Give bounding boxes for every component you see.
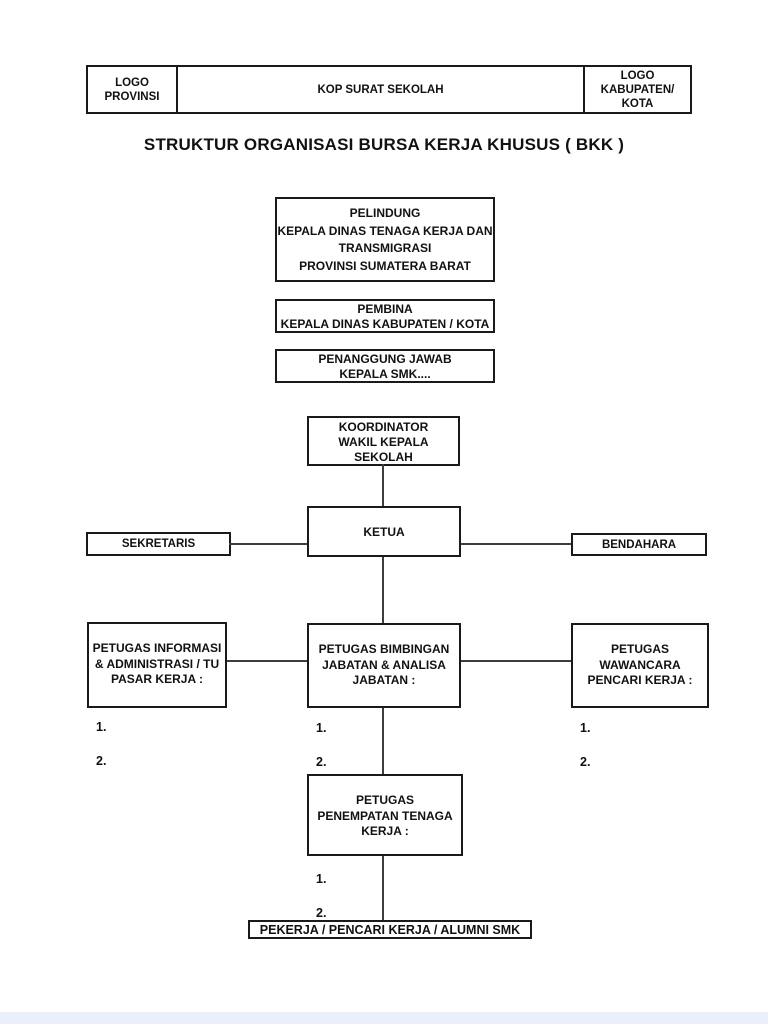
list-item: 1.: [316, 871, 327, 886]
box-pelindung: PELINDUNG KEPALA DINAS TENAGA KERJA DAN …: [275, 197, 495, 282]
petugas-bimbingan-heading: PETUGAS BIMBINGAN JABATAN & ANALISA JABA…: [318, 642, 450, 687]
logo-provinsi-cell: LOGO PROVINSI: [88, 67, 178, 112]
connector-sekretaris-ketua: [229, 543, 307, 545]
connector-informasi-bimbingan: [227, 660, 307, 662]
petugas-wawancara-items: 1. 2.: [573, 703, 707, 788]
letterhead-table: LOGO PROVINSI KOP SURAT SEKOLAH LOGO KAB…: [86, 65, 692, 114]
box-petugas-informasi: PETUGAS INFORMASI & ADMINISTRASI / TU PA…: [87, 622, 227, 768]
list-item: 2.: [96, 753, 107, 768]
list-item: 2.: [316, 905, 327, 920]
connector-ketua-bimbingan: [382, 557, 384, 623]
box-pembina: PEMBINA KEPALA DINAS KABUPATEN / KOTA: [275, 299, 495, 333]
box-petugas-bimbingan: PETUGAS BIMBINGAN JABATAN & ANALISA JABA…: [307, 623, 461, 769]
kop-surat-cell: KOP SURAT SEKOLAH: [317, 83, 444, 96]
page-bottom-strip: [0, 1012, 768, 1024]
list-item: 1.: [316, 720, 327, 735]
petugas-informasi-items: 1. 2.: [89, 702, 225, 787]
box-petugas-wawancara: PETUGAS WAWANCARA PENCARI KERJA : 1. 2.: [571, 623, 709, 769]
list-item: 1.: [96, 719, 107, 734]
box-petugas-penempatan: PETUGAS PENEMPATAN TENAGA KERJA : 1. 2.: [307, 774, 463, 920]
list-item: 2.: [316, 754, 327, 769]
box-koordinator: KOORDINATOR WAKIL KEPALA SEKOLAH: [307, 416, 460, 466]
page-title: STRUKTUR ORGANISASI BURSA KERJA KHUSUS (…: [143, 135, 625, 154]
petugas-penempatan-items: 1. 2.: [309, 854, 461, 939]
petugas-wawancara-heading: PETUGAS WAWANCARA PENCARI KERJA :: [587, 642, 693, 687]
connector-ketua-bendahara: [461, 543, 571, 545]
petugas-bimbingan-items: 1. 2.: [309, 703, 459, 788]
box-bendahara: BENDAHARA: [571, 533, 707, 556]
petugas-informasi-heading: PETUGAS INFORMASI & ADMINISTRASI / TU PA…: [92, 641, 222, 686]
box-penanggung-jawab: PENANGGUNG JAWAB KEPALA SMK....: [275, 349, 495, 383]
box-pekerja: PEKERJA / PENCARI KERJA / ALUMNI SMK: [248, 920, 532, 939]
connector-bimbingan-wawancara: [461, 660, 571, 662]
petugas-penempatan-heading: PETUGAS PENEMPATAN TENAGA KERJA :: [317, 793, 453, 838]
connector-bimbingan-penempatan: [382, 708, 384, 774]
box-sekretaris: SEKRETARIS: [86, 532, 231, 556]
logo-kabupaten-cell: LOGO KABUPATEN/ KOTA: [583, 67, 690, 112]
list-item: 1.: [580, 720, 591, 735]
box-ketua: KETUA: [307, 506, 461, 557]
connector-penempatan-pekerja: [382, 856, 384, 921]
list-item: 2.: [580, 754, 591, 769]
connector-koordinator-ketua: [382, 464, 384, 506]
